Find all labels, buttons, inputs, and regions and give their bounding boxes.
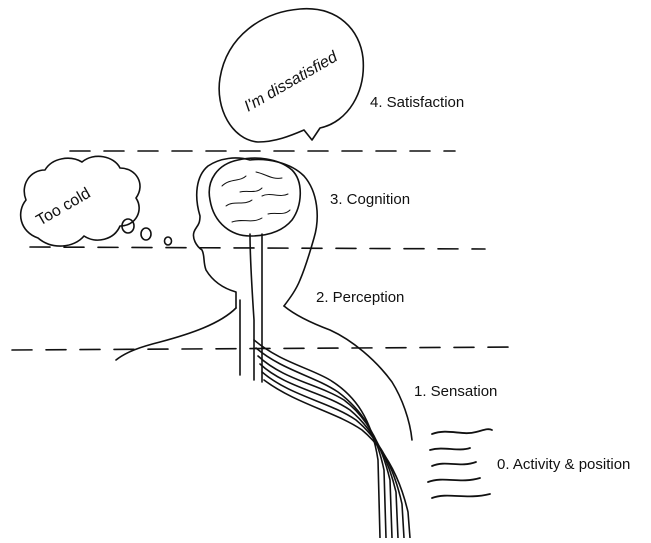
nerve-1 bbox=[254, 340, 380, 538]
brain-outline bbox=[209, 158, 300, 236]
activity-wave-1 bbox=[432, 429, 492, 434]
brain-folds bbox=[222, 172, 290, 222]
activity-wave-4 bbox=[428, 478, 480, 482]
right-shoulder-outline bbox=[284, 306, 412, 440]
nerve-bundle bbox=[250, 234, 410, 538]
thought-bubble-dot-2 bbox=[141, 228, 151, 240]
level-3-label: 3. Cognition bbox=[330, 191, 410, 208]
left-shoulder-outline bbox=[116, 308, 236, 360]
level-0-label: 0. Activity & position bbox=[497, 456, 630, 473]
speech-bubble-text: I'm dissatisfied bbox=[242, 48, 342, 115]
nerve-2 bbox=[256, 348, 386, 538]
thought-bubble-dot-3 bbox=[165, 237, 172, 245]
level-2-label: 2. Perception bbox=[316, 289, 404, 306]
activity-wave-5 bbox=[432, 494, 490, 498]
activity-waves bbox=[428, 429, 492, 498]
activity-wave-3 bbox=[432, 462, 476, 466]
nerve-6 bbox=[264, 380, 410, 538]
brain-stem bbox=[250, 234, 262, 382]
separator-cognition-perception bbox=[30, 247, 485, 249]
activity-wave-2 bbox=[430, 448, 470, 450]
thought-bubble bbox=[21, 156, 172, 246]
level-4-label: 4. Satisfaction bbox=[370, 94, 464, 111]
level-1-label: 1. Sensation bbox=[414, 383, 497, 400]
thought-bubble-text: Too cold bbox=[34, 185, 94, 230]
brain bbox=[209, 158, 300, 236]
